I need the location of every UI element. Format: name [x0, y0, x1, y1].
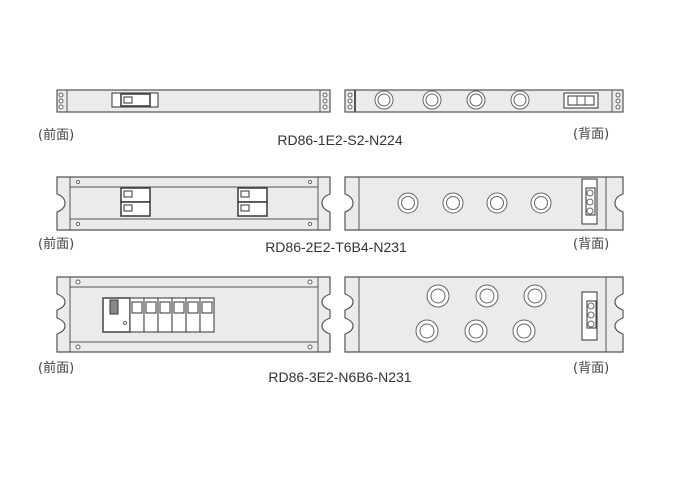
terminal-block-icon: [581, 291, 598, 341]
model-name: RD86-2E2-T6B4-N231: [265, 239, 407, 255]
outlet-icon: [464, 319, 488, 343]
outlet-icon: [530, 192, 552, 214]
terminal-block-icon: [563, 92, 599, 109]
outlet-icon: [442, 192, 464, 214]
rear-label: (背面): [573, 237, 610, 252]
outlet-icon: [397, 192, 419, 214]
main-breaker-icon: [102, 297, 131, 333]
rear-label: (背面): [573, 361, 610, 376]
outlet-icon: [374, 90, 394, 110]
row1-front-panel: [56, 89, 331, 113]
breaker-module-icon: [199, 297, 215, 333]
outlet-icon: [422, 90, 442, 110]
row2-rear-panel: [344, 176, 624, 231]
row1-rear-panel: [344, 89, 624, 113]
model-name: RD86-3E2-N6B6-N231: [268, 369, 412, 385]
outlet-icon: [512, 319, 536, 343]
outlet-icon: [523, 284, 547, 308]
row3-front-panel: [56, 276, 331, 353]
breaker-icon: [237, 187, 268, 203]
outlet-icon: [510, 90, 530, 110]
outlet-icon: [475, 284, 499, 308]
front-label: (前面): [38, 128, 75, 143]
front-label: (前面): [38, 361, 75, 376]
breaker-module-icon: [185, 297, 201, 333]
breaker-module-icon: [171, 297, 187, 333]
breaker-module-icon: [143, 297, 159, 333]
breaker-module-icon: [157, 297, 173, 333]
row2-front-panel: [56, 176, 331, 231]
model-name: RD86-1E2-S2-N224: [277, 132, 403, 148]
rear-label: (背面): [573, 127, 610, 142]
breaker-module-icon: [129, 297, 145, 333]
outlet-icon: [426, 284, 450, 308]
outlet-icon: [415, 319, 439, 343]
outlet-icon: [466, 90, 486, 110]
front-label: (前面): [38, 237, 75, 252]
breaker-icon: [237, 201, 268, 217]
outlet-icon: [486, 192, 508, 214]
breaker-icon: [111, 92, 159, 108]
breaker-icon: [120, 201, 151, 217]
terminal-block-icon: [581, 178, 598, 225]
row3-rear-panel: [344, 276, 624, 353]
breaker-icon: [120, 187, 151, 203]
